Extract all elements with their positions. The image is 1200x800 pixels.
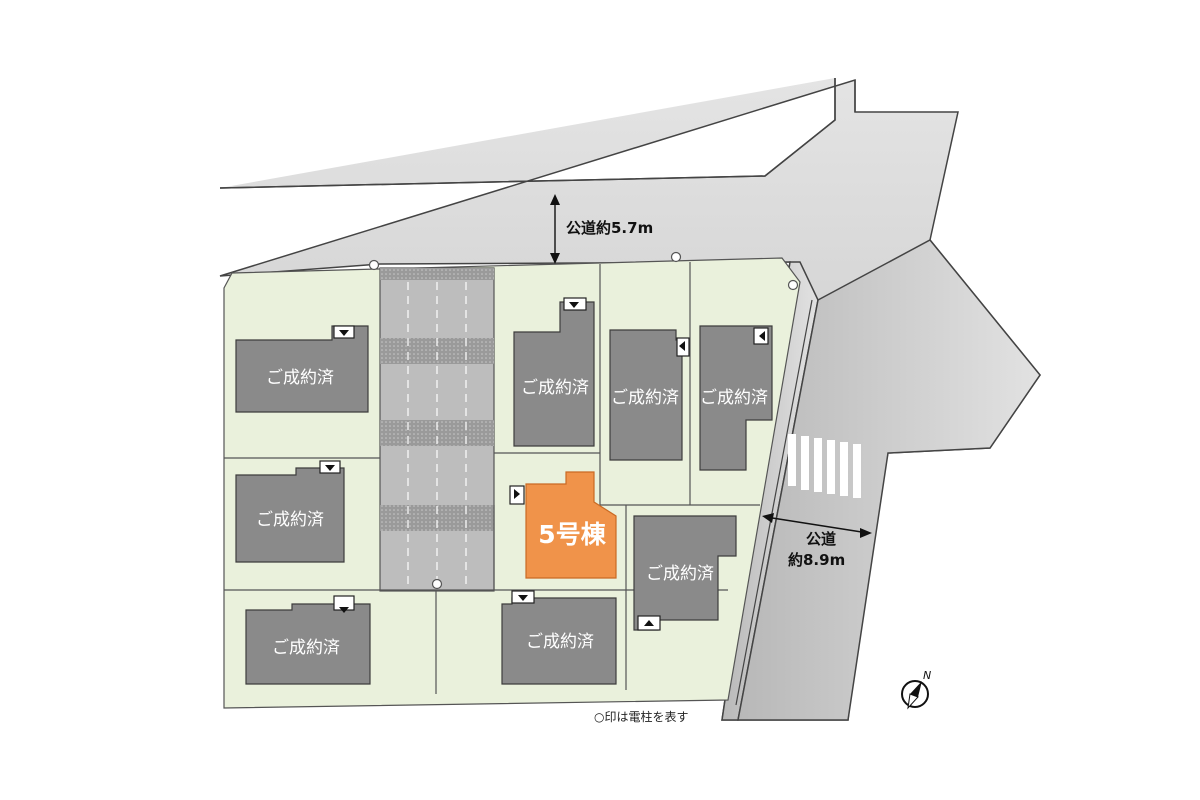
utility-pole — [670, 251, 682, 263]
highlight-building-label: 5号棟 — [538, 520, 606, 549]
crosswalk — [788, 434, 861, 498]
utility-pole — [787, 279, 799, 291]
east-road-dimension: 公道 約8.9m — [762, 513, 872, 569]
building-lot-4: ご成約済 — [513, 297, 595, 447]
road-curb-line — [735, 299, 813, 706]
building-lot-5: ご成約済 — [609, 329, 690, 461]
east-road-label-2: 約8.9m — [788, 551, 845, 569]
compass-letter: N — [923, 669, 931, 682]
sold-label: ご成約済 — [611, 388, 679, 408]
utility-pole — [431, 578, 443, 590]
sold-label: ご成約済 — [521, 378, 589, 398]
utility-pole — [368, 259, 380, 271]
sold-label: ご成約済 — [256, 510, 324, 530]
building-lot-9: ご成約済 — [501, 590, 617, 685]
sold-label: ご成約済 — [700, 388, 768, 408]
north-road-top-edge — [219, 78, 836, 189]
north-road-label: 公道約5.7m — [566, 219, 653, 237]
sold-label: ご成約済 — [266, 368, 334, 388]
sold-label: ご成約済 — [272, 638, 340, 658]
sold-label: ご成約済 — [526, 632, 594, 652]
building-lot-8: ご成約済 — [633, 515, 737, 631]
building-lot-6: ご成約済 — [699, 325, 773, 471]
compass-icon: N — [901, 669, 931, 710]
north-road-dimension: 公道約5.7m — [550, 194, 653, 264]
sold-label: ご成約済 — [646, 564, 714, 584]
utility-poles — [368, 251, 799, 590]
east-road-body — [737, 239, 1041, 721]
building-lot-3: ご成約済 — [245, 595, 371, 685]
building-lot-1: ご成約済 — [235, 325, 369, 413]
legend-note: ○印は電柱を表す — [594, 709, 688, 724]
building-lot-2: ご成約済 — [235, 460, 345, 563]
driveway-guide-lines — [407, 282, 467, 588]
east-road-label-1: 公道 — [806, 530, 836, 548]
building-lot-7-highlight: 5号棟 — [509, 471, 617, 579]
